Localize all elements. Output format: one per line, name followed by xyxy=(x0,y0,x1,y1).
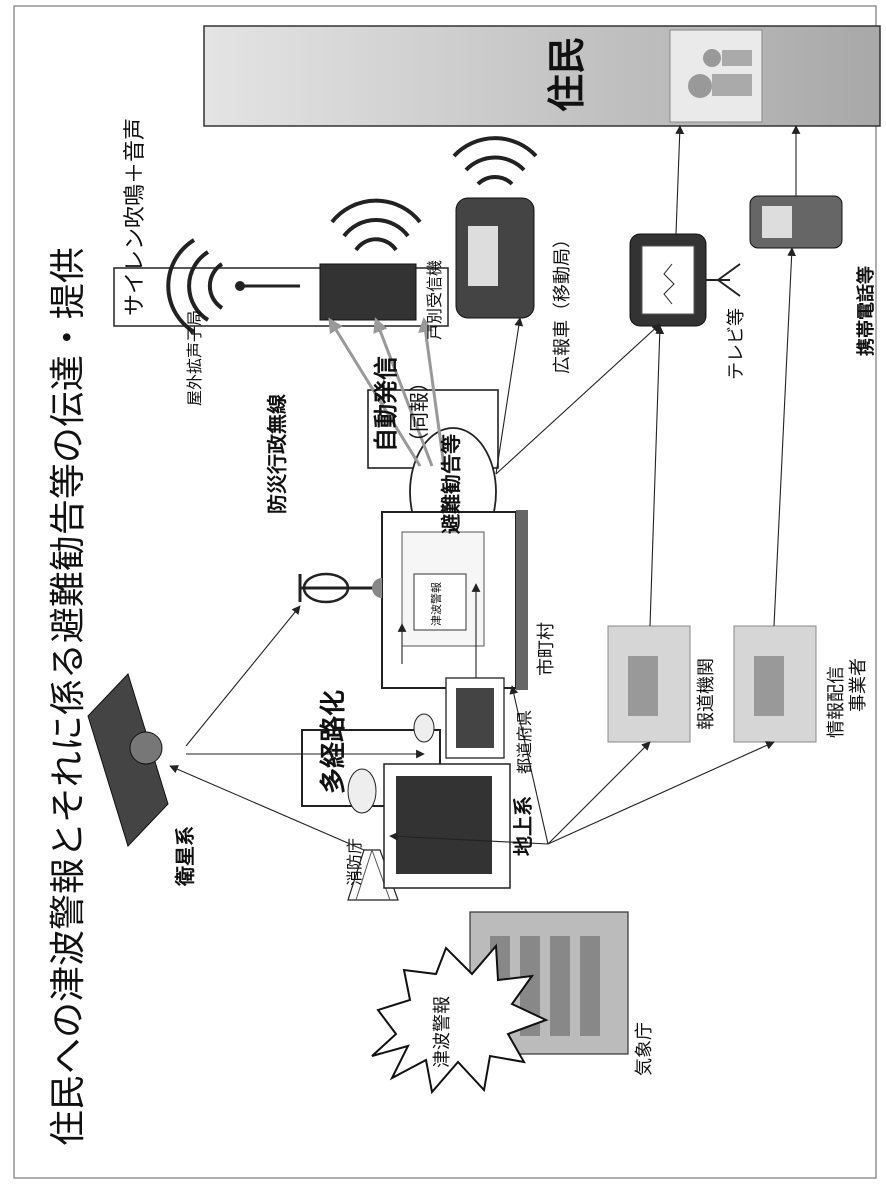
grey-arrow-van xyxy=(418,317,446,467)
fdma-label: 消防庁 xyxy=(345,838,364,886)
auto-transmission-label-1: 自動発信 xyxy=(372,356,400,452)
arrow-jma-fdma xyxy=(389,832,549,845)
press-agency-label: 報道機関 xyxy=(696,658,717,730)
loudspeaker-head xyxy=(235,281,245,291)
van-wave-3 xyxy=(452,136,538,158)
municipality-desk xyxy=(516,510,528,690)
van-wave-1 xyxy=(476,174,514,186)
page-border xyxy=(13,5,877,1179)
info-provider-label-1: 情報配信 xyxy=(826,666,847,738)
pr-van-icon xyxy=(452,136,538,319)
loudspeaker-wave-2 xyxy=(187,250,210,322)
flow-arrows xyxy=(169,125,801,851)
tsunami-warning-label: 津波警報 xyxy=(432,996,453,1068)
arrow-fdma-satellite xyxy=(169,765,365,851)
residents-bar-bg xyxy=(203,25,881,127)
loudspeaker-wave-1 xyxy=(207,262,224,310)
tv-screen-wave xyxy=(663,263,675,305)
municipality-office xyxy=(381,510,528,690)
municipality-antenna xyxy=(298,572,382,604)
press-agency xyxy=(607,625,691,743)
auto-transmission-label-2: （同報） xyxy=(407,372,431,452)
siren-label: サイレン吹鳴＋音声 xyxy=(123,118,148,316)
arrow-evac-tv xyxy=(495,323,661,475)
tv-label: テレビ等 xyxy=(726,308,747,380)
fdma-tower-lattice-2 xyxy=(371,849,391,901)
loudspeaker-wave-3 xyxy=(166,238,196,334)
arrow-info-mobile xyxy=(773,247,797,627)
jma-label: 気象庁 xyxy=(634,1022,655,1076)
arrow-tv-residents xyxy=(675,125,685,235)
fdma-tower-lattice-1 xyxy=(355,849,373,901)
fdma-dish xyxy=(347,768,377,814)
tv-screen xyxy=(641,245,695,315)
resident-figure-head xyxy=(688,74,712,98)
pr-van-window xyxy=(468,226,498,286)
van-wave-2 xyxy=(464,155,526,172)
residents-label: 住民 xyxy=(545,36,589,112)
household-receiver-label: 戸別受信機 xyxy=(425,260,444,340)
info-provider-label-2: 事業者 xyxy=(848,658,869,712)
fdma-windows xyxy=(396,776,492,874)
arrow-satellite-antenna xyxy=(185,605,301,747)
antenna-ring xyxy=(302,572,350,604)
jma-building-floor-3 xyxy=(550,936,570,1036)
arrow-jma-info-provider xyxy=(547,741,775,845)
satellite-panel xyxy=(87,673,169,847)
arrow-evac-van xyxy=(495,317,524,475)
satellite-body xyxy=(129,731,163,765)
tsunami-warning-burst xyxy=(371,943,549,1095)
arrow-jma-press xyxy=(547,741,651,845)
info-provider xyxy=(733,625,817,743)
mobile-phone-label: 携帯電話等 xyxy=(855,266,877,356)
multiroute-label: 多経路化 xyxy=(318,690,349,794)
grey-arrow-household xyxy=(373,317,434,467)
terrestrial-route-label: 地上系 xyxy=(511,796,535,856)
mobile-phone-screen xyxy=(762,206,792,238)
tv-antenna-left xyxy=(717,279,741,297)
info-provider-inner xyxy=(754,656,784,716)
screen-text-label: 津波警報 xyxy=(429,582,443,626)
mobile-phone-icon xyxy=(749,195,843,249)
arrow-jma-municipality xyxy=(509,685,549,845)
municipality-screen-panel xyxy=(413,573,467,631)
tv-icon xyxy=(629,233,741,327)
pr-van-label: 広報車（移動局） xyxy=(552,230,573,374)
household-receiver-icon xyxy=(319,198,422,321)
diagram-title: 住民への津波警報とそれに係る避難勧告等の伝達・提供 xyxy=(48,247,89,1146)
resident-figure-head-2 xyxy=(703,49,721,67)
satellite-icon xyxy=(87,673,169,847)
residents-bar xyxy=(203,25,881,127)
press-agency-inner xyxy=(628,656,658,716)
municipality-label: 市町村 xyxy=(536,622,557,676)
tv-antenna-right xyxy=(717,263,741,281)
loudspeaker-icon xyxy=(166,238,300,334)
evacuation-label: 避難勧告等 xyxy=(439,434,463,534)
prefecture-windows xyxy=(456,688,494,748)
grey-arrow-loudspeaker xyxy=(328,317,422,467)
loudspeaker-label: 屋外拡声子局 xyxy=(185,310,204,406)
household-receiver-body xyxy=(319,263,417,321)
household-wave-3 xyxy=(330,198,422,224)
fdma-building xyxy=(347,763,511,901)
resident-figure-body-2 xyxy=(722,50,752,66)
resident-figure-body xyxy=(712,74,752,96)
arrow-press-tv xyxy=(649,325,665,627)
antenna-base xyxy=(372,578,382,598)
household-wave-2 xyxy=(342,218,410,238)
bousai-musen-label: 防災行政無線 xyxy=(265,394,289,514)
satellite-route-label: 衛星系 xyxy=(173,826,197,887)
prefecture-label: 都道府県 xyxy=(515,710,534,774)
household-wave-1 xyxy=(354,237,398,252)
jma-building-floor-4 xyxy=(580,936,600,1036)
rotated-diagram: 住民への津波警報とそれに係る避難勧告等の伝達・提供 xyxy=(48,25,881,1146)
prefecture-building xyxy=(413,677,505,759)
prefecture-dish xyxy=(413,713,435,743)
